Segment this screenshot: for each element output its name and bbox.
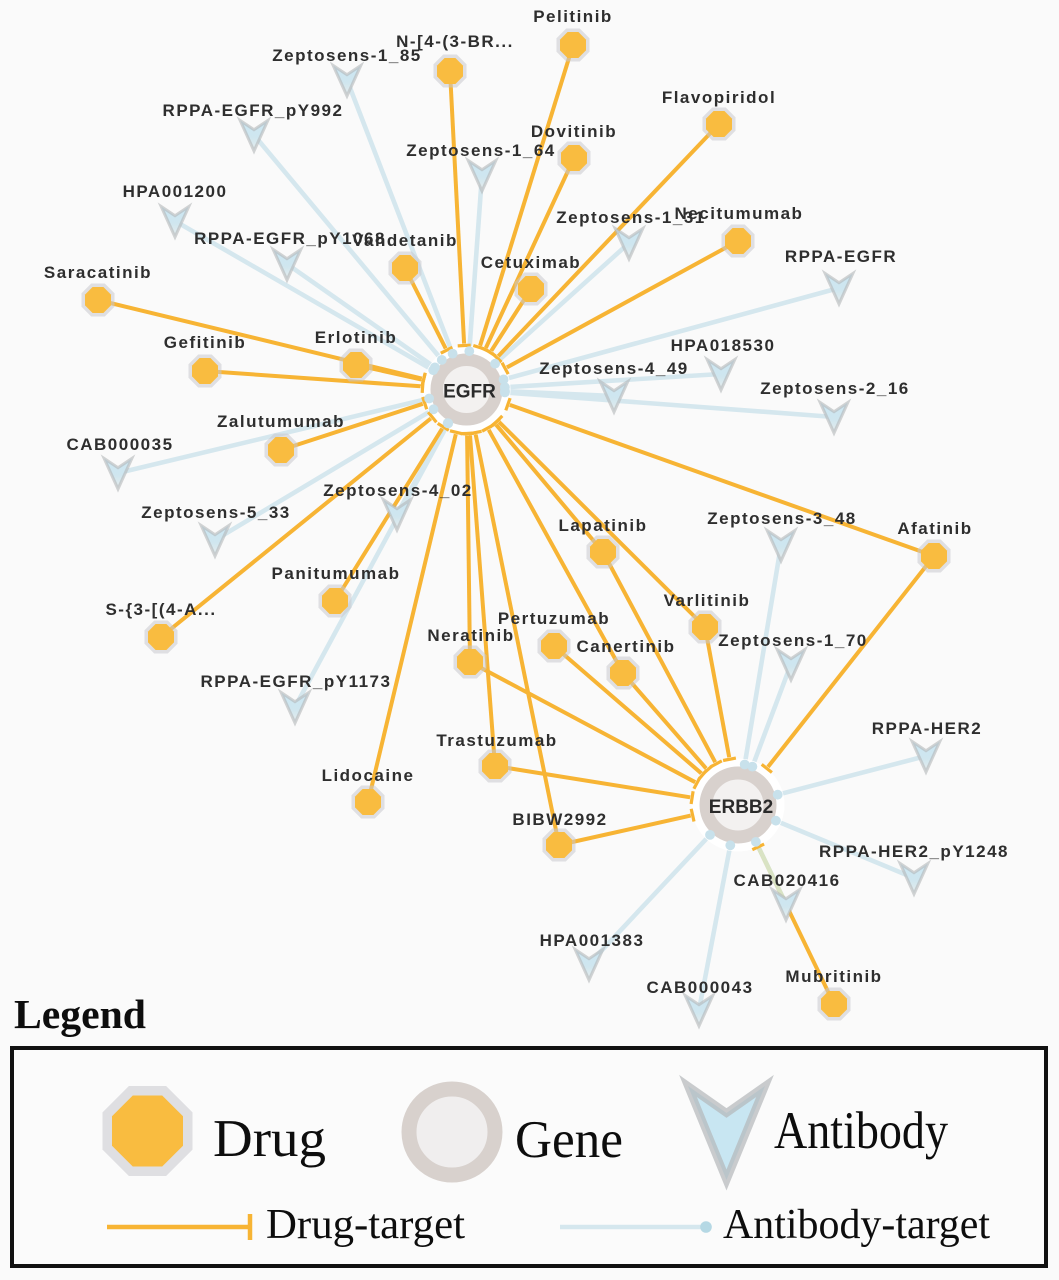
svg-text:Zeptosens-4_02: Zeptosens-4_02 [323, 481, 473, 500]
svg-text:Zeptosens-4_49: Zeptosens-4_49 [539, 359, 689, 378]
svg-text:N-[4-(3-BR...: N-[4-(3-BR... [396, 32, 514, 51]
svg-text:Gene: Gene [515, 1111, 623, 1169]
svg-text:CAB000043: CAB000043 [646, 978, 753, 997]
svg-text:Mubritinib: Mubritinib [785, 967, 882, 986]
svg-text:Erlotinib: Erlotinib [315, 328, 397, 347]
svg-text:RPPA-HER2: RPPA-HER2 [872, 719, 982, 738]
svg-text:Gefitinib: Gefitinib [164, 333, 246, 352]
svg-text:Trastuzumab: Trastuzumab [436, 731, 557, 750]
svg-text:Lapatinib: Lapatinib [558, 516, 647, 535]
svg-text:RPPA-HER2_pY1248: RPPA-HER2_pY1248 [819, 842, 1009, 861]
svg-text:Panitumumab: Panitumumab [272, 564, 401, 583]
svg-text:Vandetanib: Vandetanib [352, 231, 458, 250]
svg-text:Necitumumab: Necitumumab [675, 204, 804, 223]
svg-text:Zeptosens-1_64: Zeptosens-1_64 [406, 141, 556, 160]
svg-text:S-{3-[(4-A...: S-{3-[(4-A... [105, 600, 216, 619]
svg-text:ERBB2: ERBB2 [709, 797, 773, 818]
svg-text:Pertuzumab: Pertuzumab [498, 609, 610, 628]
svg-text:Dovitinib: Dovitinib [531, 122, 617, 141]
svg-text:Saracatinib: Saracatinib [44, 263, 152, 282]
svg-text:Pelitinib: Pelitinib [533, 7, 613, 26]
svg-text:Flavopiridol: Flavopiridol [662, 88, 776, 107]
svg-text:RPPA-EGFR: RPPA-EGFR [785, 247, 897, 266]
svg-text:CAB000035: CAB000035 [66, 435, 173, 454]
svg-text:Antibody: Antibody [774, 1102, 948, 1160]
svg-text:Zalutumumab: Zalutumumab [217, 412, 345, 431]
svg-text:BIBW2992: BIBW2992 [512, 810, 607, 829]
svg-text:HPA001200: HPA001200 [123, 182, 228, 201]
svg-text:Varlitinib: Varlitinib [664, 591, 751, 610]
svg-text:Zeptosens-2_16: Zeptosens-2_16 [760, 379, 910, 398]
svg-text:RPPA-EGFR_pY1068: RPPA-EGFR_pY1068 [194, 229, 386, 248]
svg-text:Antibody-target: Antibody-target [723, 1201, 990, 1248]
svg-text:Zeptosens-1_70: Zeptosens-1_70 [718, 631, 868, 650]
svg-text:HPA001383: HPA001383 [540, 931, 645, 950]
svg-text:Afatinib: Afatinib [897, 519, 972, 538]
svg-text:HPA018530: HPA018530 [671, 336, 776, 355]
svg-text:Zeptosens-5_33: Zeptosens-5_33 [141, 503, 291, 522]
svg-text:Drug: Drug [213, 1110, 326, 1168]
svg-text:CAB020416: CAB020416 [733, 871, 840, 890]
svg-text:Zeptosens-1_31: Zeptosens-1_31 [556, 208, 706, 227]
svg-text:Zeptosens-3_48: Zeptosens-3_48 [707, 509, 857, 528]
svg-text:Neratinib: Neratinib [427, 626, 514, 645]
svg-text:RPPA-EGFR_pY1173: RPPA-EGFR_pY1173 [201, 672, 392, 691]
svg-text:Cetuximab: Cetuximab [481, 253, 581, 272]
svg-text:Zeptosens-1_85: Zeptosens-1_85 [272, 46, 422, 65]
svg-text:EGFR: EGFR [443, 382, 496, 403]
svg-text:Canertinib: Canertinib [576, 637, 675, 656]
svg-text:Lidocaine: Lidocaine [322, 766, 415, 785]
svg-text:Legend: Legend [14, 991, 146, 1037]
svg-text:Drug-target: Drug-target [266, 1201, 465, 1248]
svg-text:RPPA-EGFR_pY992: RPPA-EGFR_pY992 [163, 101, 344, 120]
